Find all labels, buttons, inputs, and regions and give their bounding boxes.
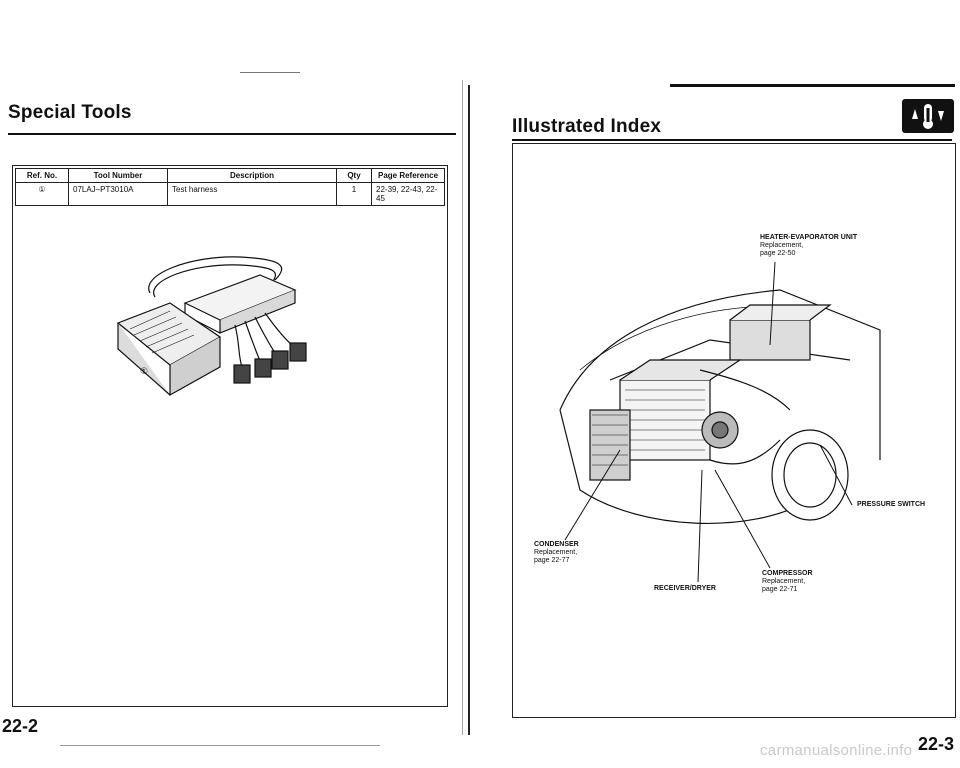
callout-receiver-dryer: RECEIVER/DRYER xyxy=(654,585,716,593)
callout-compressor: COMPRESSOR Replacement, page 22-71 xyxy=(762,570,813,594)
right-page: Illustrated Index xyxy=(470,0,960,768)
left-page-title: Special Tools xyxy=(8,102,132,123)
left-page-number: 22-2 xyxy=(2,716,39,736)
cell-tool-number: 07LAJ–PT3010A xyxy=(68,182,168,206)
special-tools-table: Ref. No. Tool Number Description Qty Pag… xyxy=(15,168,445,206)
callout-leader-lines xyxy=(564,261,853,583)
callout-title: RECEIVER/DRYER xyxy=(654,585,716,592)
table-header-row: Ref. No. Tool Number Description Qty Pag… xyxy=(15,168,445,183)
page-spine xyxy=(462,80,463,735)
top-rule xyxy=(240,72,300,73)
col-ref-no: Ref. No. xyxy=(15,168,69,183)
air-conditioning-section-icon xyxy=(902,99,954,133)
title-rule xyxy=(8,133,456,135)
callout-heater-evaporator-unit: HEATER-EVAPORATOR UNIT Replacement, page… xyxy=(760,234,857,258)
callout-title: CONDENSER xyxy=(534,541,579,548)
callout-line: Replacement, xyxy=(762,578,806,585)
callout-title: COMPRESSOR xyxy=(762,570,813,577)
callout-line: page 22-77 xyxy=(534,557,570,564)
test-harness-illustration xyxy=(116,256,307,397)
callout-title: HEATER-EVAPORATOR UNIT xyxy=(760,234,858,241)
cell-page-ref: 22-39, 22-43, 22-45 xyxy=(371,182,445,206)
cell-qty: 1 xyxy=(336,182,372,206)
figure-ref-marker: ① xyxy=(140,366,149,376)
col-page-reference: Page Reference xyxy=(371,168,445,183)
right-page-title: Illustrated Index xyxy=(512,116,662,137)
col-description: Description xyxy=(167,168,337,183)
left-page: Special Tools Ref. No. Tool Number Descr… xyxy=(0,0,470,768)
right-page-number: 22-3 xyxy=(918,734,955,754)
watermark-text: carmanualsonline.info xyxy=(760,742,913,759)
spine-edge xyxy=(468,85,470,735)
tools-frame xyxy=(12,165,448,707)
col-tool-number: Tool Number xyxy=(68,168,168,183)
callout-line: page 22-50 xyxy=(760,250,796,257)
callout-pressure-switch: PRESSURE SWITCH xyxy=(857,501,925,509)
thermometer-icon xyxy=(912,104,944,129)
table-row: ① 07LAJ–PT3010A Test harness 1 22-39, 22… xyxy=(15,182,445,206)
callout-title: PRESSURE SWITCH xyxy=(857,501,926,508)
callout-line: Replacement, xyxy=(534,549,578,556)
cell-ref: ① xyxy=(15,182,69,206)
callout-condenser: CONDENSER Replacement, page 22-77 xyxy=(534,541,579,565)
callout-line: page 22-71 xyxy=(762,586,798,593)
title-rule-right xyxy=(512,139,952,141)
illustration-frame xyxy=(512,143,956,718)
cell-description: Test harness xyxy=(167,182,337,206)
bottom-rule-left xyxy=(60,745,380,746)
car-ac-components-illustration xyxy=(559,289,881,524)
top-rule-right xyxy=(670,84,955,87)
col-qty: Qty xyxy=(336,168,372,183)
callout-line: Replacement, xyxy=(760,242,804,249)
